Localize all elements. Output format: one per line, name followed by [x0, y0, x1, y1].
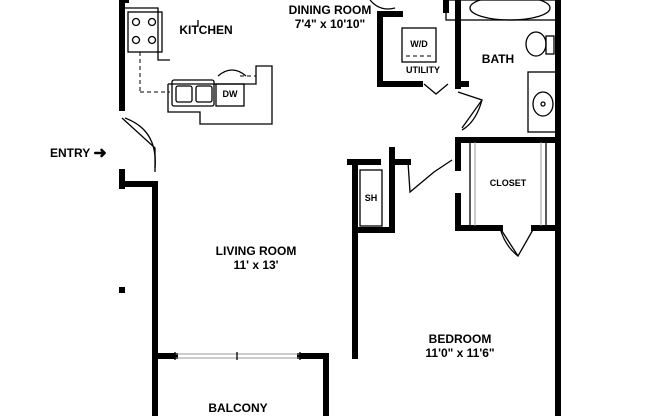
entry-text: ENTRY [50, 146, 91, 160]
closet-label: CLOSET [489, 178, 527, 188]
arrow-right-icon: ➜ [93, 145, 107, 162]
bath-label: BATH [481, 52, 515, 66]
bedroom-size: 11'0" x 11'6" [425, 346, 495, 360]
washer-dryer-label: W/D [410, 39, 428, 49]
doors [121, 83, 535, 258]
living-room-label: LIVING ROOM [215, 244, 297, 258]
washer-dryer-box [401, 27, 437, 63]
living-room-size: 11' x 13' [233, 258, 279, 272]
closet-outline [359, 142, 547, 227]
dining-room-label: DINING ROOM [288, 3, 372, 17]
dining-room-size: 7'4" x 10'10" [294, 17, 366, 31]
balcony-door [174, 352, 301, 360]
balcony-label: BALCONY [208, 401, 268, 415]
shower-label: SH [364, 193, 378, 203]
dishwasher-label: DW [222, 89, 238, 99]
entry-label: ENTRY ➜ [50, 142, 120, 162]
kitchen-label: KITCHEN [179, 23, 233, 37]
bath-fixtures [369, 0, 559, 133]
kitchen-counter [122, 7, 273, 125]
bedroom-label: BEDROOM [428, 332, 492, 346]
walls [119, 0, 561, 416]
utility-label: UTILITY [406, 65, 440, 75]
